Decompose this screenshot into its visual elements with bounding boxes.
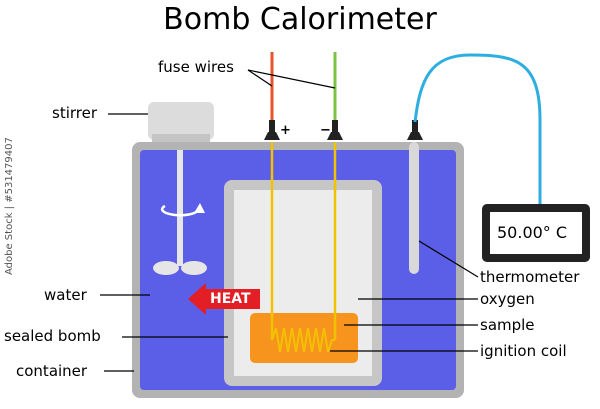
stirrer-paddle-right xyxy=(181,261,207,275)
label-sample: sample xyxy=(480,316,535,334)
label-sealed-bomb: sealed bomb xyxy=(4,327,101,345)
label-fuse-wires: fuse wires xyxy=(158,58,234,76)
stirrer-base xyxy=(152,134,210,142)
leader-fuse-positive xyxy=(247,69,273,87)
thermometer-display-screen xyxy=(490,212,582,254)
label-ignition-coil: ignition coil xyxy=(480,342,567,360)
terminal-thermometer xyxy=(407,120,423,140)
ignition-coil xyxy=(271,327,335,353)
label-stirrer: stirrer xyxy=(52,104,97,122)
terminal-positive-sign: + xyxy=(280,123,291,138)
stock-watermark: Adobe Stock | #531479407 xyxy=(4,137,15,275)
label-oxygen: oxygen xyxy=(480,290,535,308)
heat-label: HEAT xyxy=(210,291,251,307)
diagram-title: Bomb Calorimeter xyxy=(163,2,437,37)
thermometer-probe xyxy=(409,142,419,274)
label-thermometer: thermometer xyxy=(480,268,580,286)
stirrer-shaft xyxy=(177,150,183,266)
terminal-positive xyxy=(264,120,280,140)
sample xyxy=(250,313,358,363)
leader-fuse-negative xyxy=(247,69,336,89)
leader-thermometer xyxy=(418,240,479,278)
stirrer-paddle-left xyxy=(153,261,179,275)
thermometer-reading: 50.00° C xyxy=(497,223,568,242)
terminal-negative-sign: − xyxy=(320,123,331,138)
terminal-negative xyxy=(327,120,343,140)
rotation-arrow-head xyxy=(194,203,205,213)
heat-arrow xyxy=(188,283,260,315)
stirrer-motor xyxy=(148,102,214,140)
thermometer-cable xyxy=(413,53,542,205)
label-container: container xyxy=(16,362,88,380)
leader-lines xyxy=(100,69,479,372)
label-water: water xyxy=(44,286,87,304)
